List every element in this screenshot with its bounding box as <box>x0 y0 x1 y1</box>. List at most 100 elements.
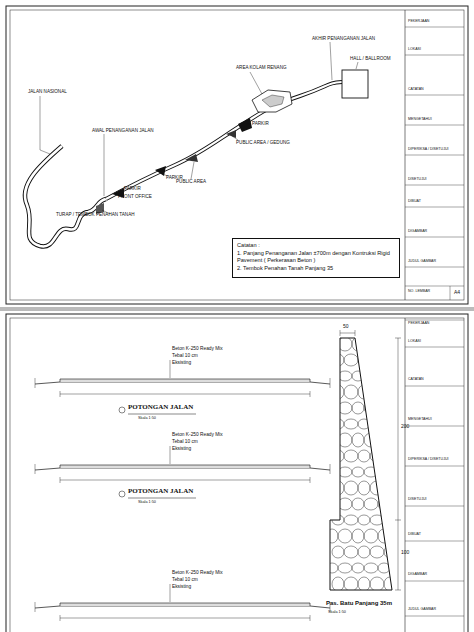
drawing-ellipse <box>358 546 370 558</box>
drawing-line <box>405 426 464 427</box>
dimension: 200 <box>401 424 409 430</box>
drawing-ellipse <box>338 563 352 573</box>
drawing-ellipse <box>344 354 358 366</box>
drawing-ellipse <box>364 498 378 510</box>
material-note: Eksisting <box>172 446 191 451</box>
drawing-ellipse <box>338 433 352 447</box>
drawing-circle <box>119 407 125 413</box>
drawing-line <box>405 207 464 208</box>
drawing-line <box>405 541 464 542</box>
drawing-ellipse <box>332 450 344 462</box>
map-label: PARKIR <box>166 175 183 180</box>
drawing-ellipse <box>326 371 338 381</box>
drawing-path <box>185 154 198 162</box>
drawing-ellipse <box>364 433 378 447</box>
map-label: TURAP / TEMBOK PENAHAN TANAH <box>56 212 135 217</box>
drawing-path <box>60 379 310 382</box>
map-label: FRONT OFFICE <box>118 194 152 199</box>
material-note: Beton K-250 Ready Mix <box>172 346 223 351</box>
drawing-ellipse <box>370 450 384 462</box>
drawing-ellipse <box>352 498 364 510</box>
scale-note: Skala 1:50 <box>328 610 346 614</box>
drawing-path <box>226 130 236 138</box>
drawing-ellipse <box>344 419 358 429</box>
drawing-ellipse <box>364 402 378 414</box>
drawing-path <box>232 136 238 140</box>
map-label: PARKIR <box>124 186 141 191</box>
drawing-path <box>330 42 332 80</box>
note-text: 1. Panjang Penanganan Jalan ±700m dengan… <box>237 250 395 264</box>
drawing-g <box>340 330 401 590</box>
drawing-rect <box>10 318 464 632</box>
material-note: Eksisting <box>172 584 191 589</box>
material-note: Beton K-250 Ready Mix <box>172 432 223 437</box>
drawing-ellipse <box>326 529 338 543</box>
drawing-line <box>405 125 464 126</box>
drawing-ellipse <box>364 337 378 351</box>
drawing-ellipse <box>378 371 390 381</box>
drawing-ellipse <box>326 337 338 351</box>
drawing-ellipse <box>358 515 370 525</box>
drawing-ellipse <box>352 467 364 477</box>
drawing-ellipse <box>358 481 370 495</box>
drawing-ellipse <box>378 402 390 414</box>
drawing-ellipse <box>384 450 396 462</box>
drawing-ellipse <box>338 402 352 414</box>
drawing-ellipse <box>338 467 352 477</box>
title-block-label: JUDUL GAMBAR <box>408 608 436 612</box>
title-block-label: PEKERJAAN <box>408 322 429 326</box>
drawing-ellipse <box>326 402 338 414</box>
title-block-label: CATATAN <box>408 378 424 382</box>
drawing-ellipse <box>338 371 352 381</box>
title-block-label: PEKERJAAN <box>408 20 429 24</box>
drawing-ellipse <box>344 481 358 495</box>
drawing-rect <box>6 314 468 632</box>
material-note: Tebal 10 cm <box>172 577 198 582</box>
drawing-ellipse <box>370 481 384 495</box>
drawing-ellipse <box>326 563 338 573</box>
drawing-ellipse <box>358 354 370 366</box>
drawing-path <box>35 602 330 612</box>
drawing-rect <box>6 6 468 304</box>
material-note: Tebal 10 cm <box>172 439 198 444</box>
drawing-ellipse <box>370 577 384 591</box>
drawing-ellipse <box>326 467 338 477</box>
title-block-label: JUDUL GAMBAR <box>408 260 436 264</box>
drawing-rect <box>10 10 464 300</box>
drawing-line <box>405 616 464 617</box>
drawing-ellipse <box>344 577 358 591</box>
drawing-path <box>238 118 252 132</box>
drawing-line <box>405 581 464 582</box>
drawing-rect <box>342 70 368 98</box>
drawing-ellipse <box>384 546 396 558</box>
drawing-circle <box>119 491 125 497</box>
drawing-ellipse <box>338 529 352 543</box>
drawing-ellipse <box>384 515 396 525</box>
drawing-g <box>326 337 396 591</box>
drawing-path <box>106 82 342 199</box>
drawing-path <box>35 382 330 384</box>
drawing-line <box>405 320 464 321</box>
drawing-g <box>405 27 464 616</box>
drawing-ellipse <box>332 546 344 558</box>
drawing-ellipse <box>378 467 390 477</box>
drawing-path <box>340 330 355 336</box>
map-label: AWAL PENANGANAN JALAN <box>92 128 154 133</box>
material-note: Eksisting <box>172 360 191 365</box>
drawing-path <box>246 124 251 125</box>
title-block-label: LOKASI <box>408 340 421 344</box>
drawing-ellipse <box>352 371 364 381</box>
drawing-line <box>405 155 464 156</box>
drawing-path <box>35 606 330 608</box>
drawing-line <box>405 237 464 238</box>
drawing-path <box>35 464 330 474</box>
drawing-ellipse <box>344 546 358 558</box>
title-block-label: DIBUAT <box>408 533 421 537</box>
drawing-path <box>40 96 50 154</box>
scale-note: Skala 1:50 <box>138 416 156 420</box>
drawing-ellipse <box>384 419 396 429</box>
drawing-line <box>128 414 196 415</box>
section-title: POTONGAN JALAN <box>128 488 193 496</box>
drawing-ellipse <box>364 529 378 543</box>
